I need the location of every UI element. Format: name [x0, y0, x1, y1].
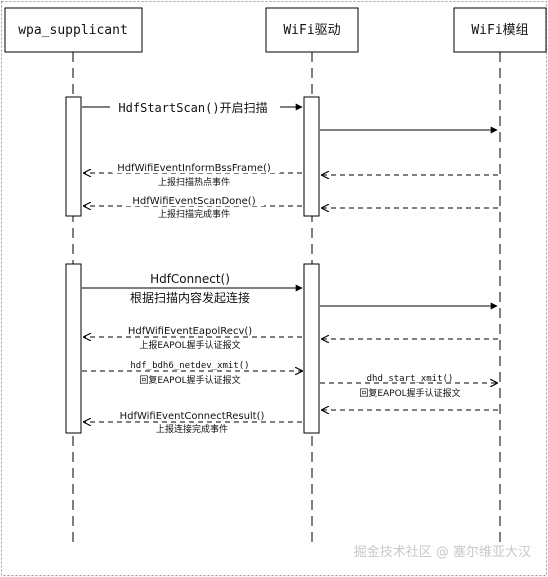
participant-module: WiFi模组	[453, 7, 547, 53]
message-eapol-recv-sublabel: 上报EAPOL握手认证报文	[139, 339, 240, 351]
message-netdev-xmit: hdf_bdh6_netdev_xmit() 回复EAPOL握手认证报文	[82, 358, 302, 386]
message-start-scan-label: HdfStartScan()开启扫描	[118, 101, 267, 115]
message-connect-result-label: HdfWifiEventConnectResult()	[120, 411, 265, 422]
message-connect-sublabel: 根据扫描内容发起连接	[130, 290, 250, 305]
message-eapol-recv-label: HdfWifiEventEapolRecv()	[128, 326, 252, 337]
participant-supplicant-label: wpa_supplicant	[18, 23, 128, 38]
message-scan-done-sublabel: 上报扫描完成事件	[158, 208, 230, 220]
message-dhd-start-xmit-label: dhd_start_xmit()	[367, 374, 454, 384]
activation-supplicant-scan	[65, 96, 82, 217]
activation-supplicant-connect	[65, 263, 82, 434]
message-dhd-start-xmit-sublabel: 回复EAPOL握手认证报文	[359, 387, 460, 399]
message-connect-result-sublabel: 上报连接完成事件	[156, 423, 228, 435]
message-eapol-recv: HdfWifiEventEapolRecv() 上报EAPOL握手认证报文	[84, 323, 302, 351]
message-netdev-xmit-label: hdf_bdh6_netdev_xmit()	[130, 361, 249, 371]
message-connect-label: HdfConnect()	[150, 272, 230, 286]
message-inform-bss-label: HdfWifiEventInformBssFrame()	[117, 163, 271, 174]
watermark-text: 掘金技术社区 @ 塞尔维亚大汉	[354, 544, 531, 560]
message-connect-result: HdfWifiEventConnectResult() 上报连接完成事件	[84, 408, 302, 435]
participant-driver: WiFi驱动	[265, 7, 359, 53]
message-dhd-start-xmit: dhd_start_xmit() 回复EAPOL握手认证报文	[320, 371, 497, 399]
participant-driver-label: WiFi驱动	[283, 23, 340, 38]
activation-driver-scan	[303, 96, 320, 217]
message-start-scan: HdfStartScan()开启扫描	[82, 98, 303, 116]
message-scan-done-label: HdfWifiEventScanDone()	[132, 196, 255, 207]
message-connect: HdfConnect() 根据扫描内容发起连接	[82, 270, 303, 306]
activation-driver-connect	[303, 263, 320, 434]
message-inform-bss-sublabel: 上报扫描热点事件	[158, 176, 230, 188]
message-scan-done: HdfWifiEventScanDone() 上报扫描完成事件	[84, 193, 302, 220]
message-netdev-xmit-sublabel: 回复EAPOL握手认证报文	[139, 374, 240, 386]
participant-module-label: WiFi模组	[471, 23, 528, 38]
message-inform-bss: HdfWifiEventInformBssFrame() 上报扫描热点事件	[84, 160, 302, 188]
participant-supplicant: wpa_supplicant	[4, 7, 143, 53]
